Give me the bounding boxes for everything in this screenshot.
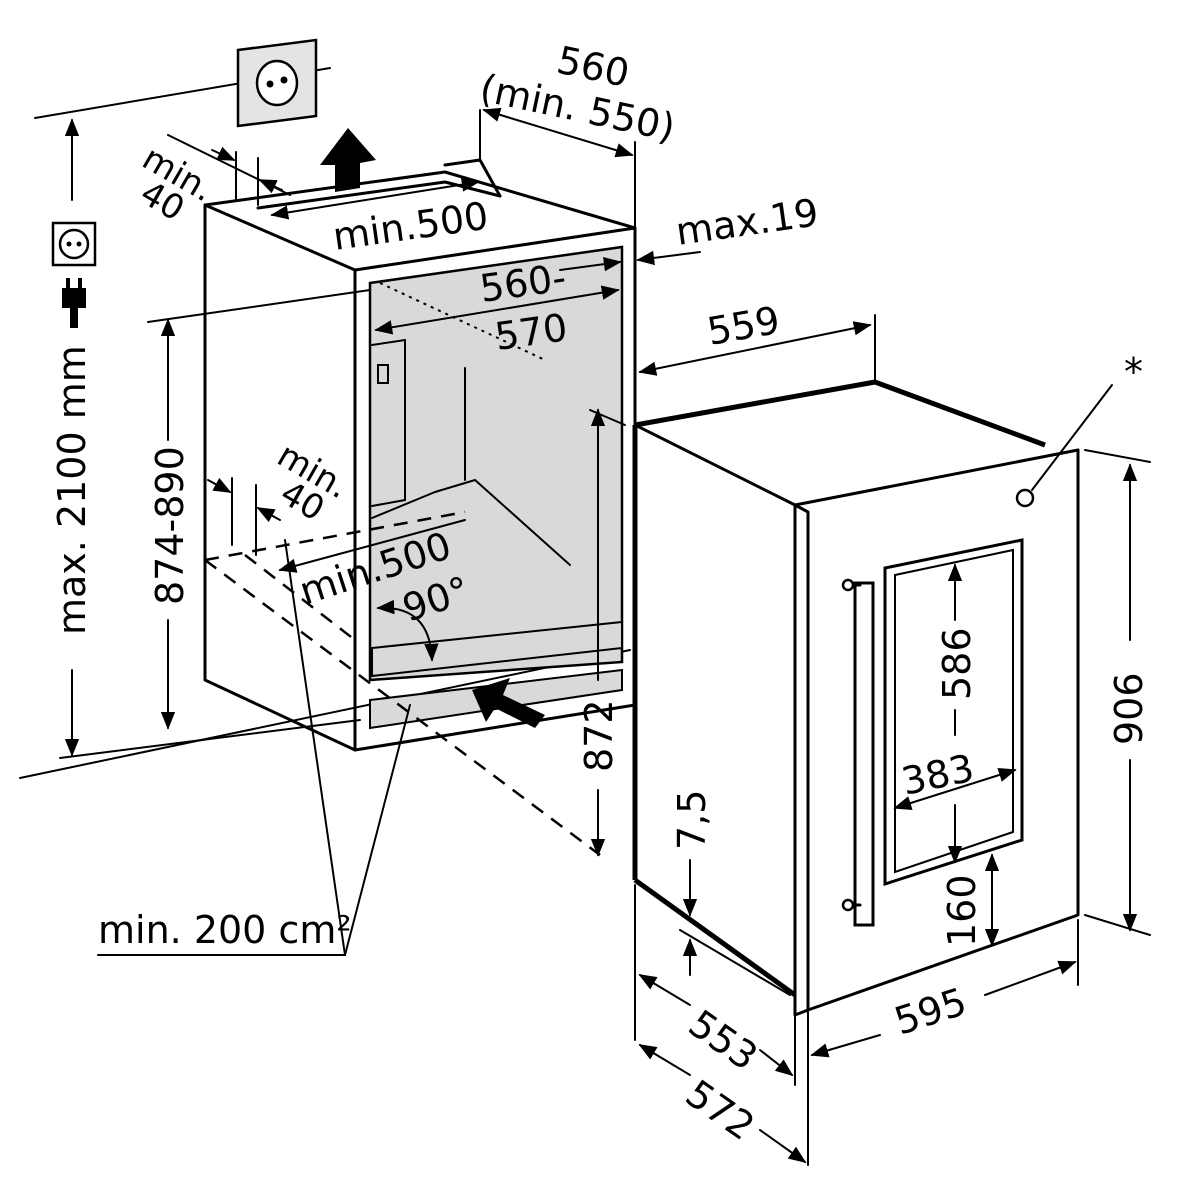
label-depth-total: 572 [678, 1071, 763, 1149]
socket-icon [51, 221, 97, 267]
wine-cooler-appliance [632, 379, 1080, 1017]
label-inner-width-b: 570 [492, 305, 570, 359]
label-appliance-height: 906 [1107, 672, 1151, 745]
label-max-height: max. 2100 mm [50, 345, 94, 635]
label-door-glass-height: 586 [935, 627, 979, 700]
vent-dash-lines [204, 510, 601, 857]
label-side-max: max.19 [673, 190, 821, 254]
label-handle-bottom: 160 [940, 874, 984, 947]
label-door-glass-width: 383 [898, 746, 978, 804]
niche-cabinet [203, 158, 637, 752]
label-vent-area: min. 200 cm² [98, 908, 352, 952]
up-arrow-icon [320, 128, 376, 192]
label-niche-height: 874-890 [148, 446, 192, 605]
label-top-vent-width: min.500 [330, 194, 491, 259]
dimension-lines [64, 107, 1151, 1166]
plug-icon [62, 278, 86, 328]
ventilation-arrow-icon [472, 678, 545, 728]
label-depth-body: 553 [681, 1001, 766, 1079]
label-appliance-width: 595 [889, 979, 972, 1043]
wall-socket-icon [236, 38, 318, 128]
label-asterisk: * [1124, 350, 1143, 394]
label-appliance-height-body: 872 [577, 699, 621, 772]
label-plinth: 7,5 [670, 790, 714, 850]
